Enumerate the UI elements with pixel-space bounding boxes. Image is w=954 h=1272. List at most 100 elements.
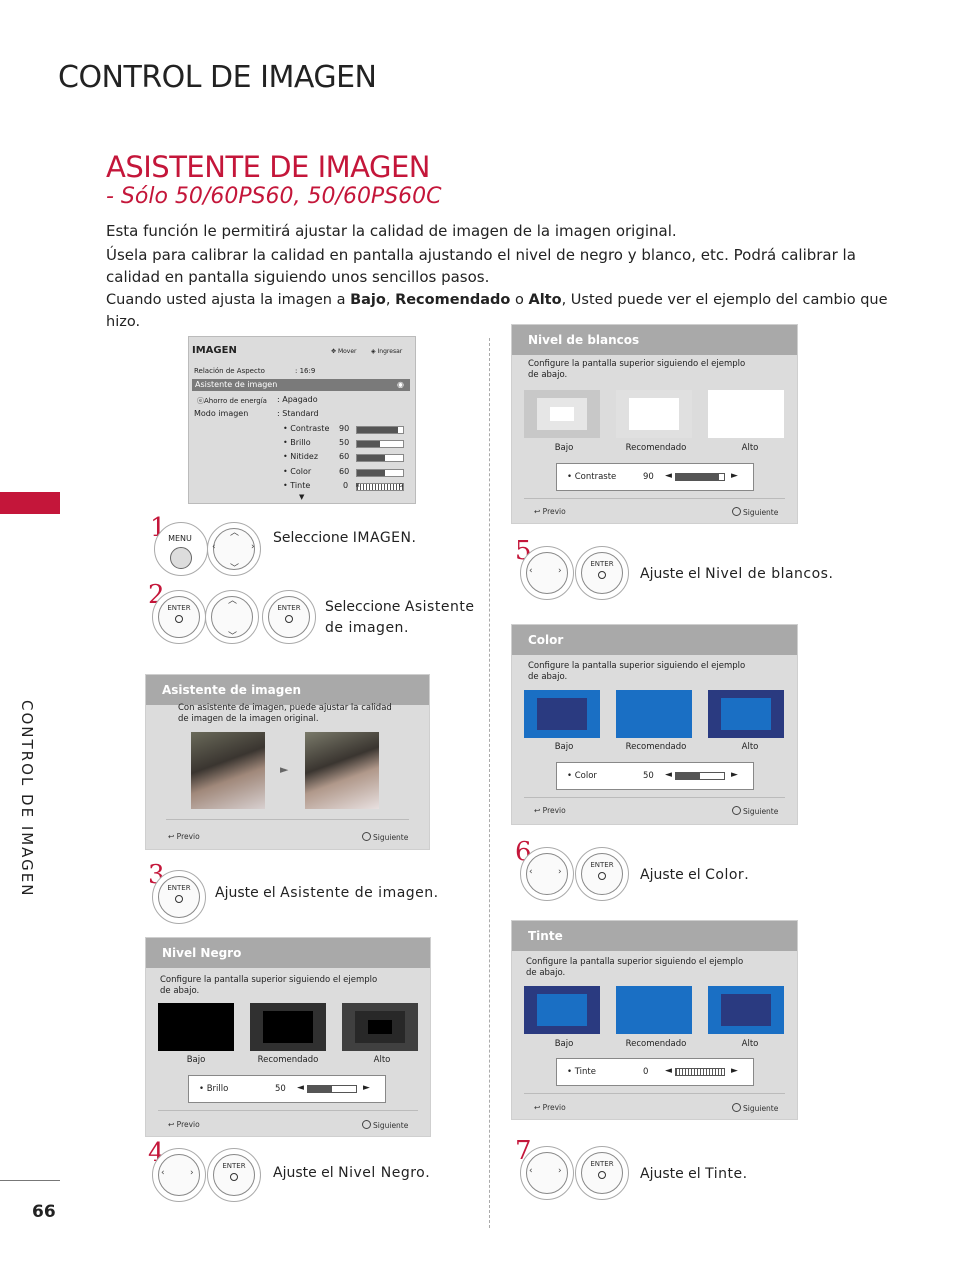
menu-setting-name: • Nitidez <box>283 452 319 461</box>
step-4-text: Ajuste el Nivel Negro. <box>273 1165 430 1181</box>
imagen-menu-osd: IMAGEN ✥ Mover ◈ Ingresar Relación de As… <box>188 336 416 504</box>
menu-setting-name: • Color <box>283 467 312 476</box>
next-nav[interactable]: Siguiente <box>362 1120 408 1130</box>
left-arrow-icon: ‹ <box>529 867 533 877</box>
enter-button[interactable]: ENTER <box>262 590 316 644</box>
label-alto: Alto <box>373 1055 391 1065</box>
previous-nav[interactable]: ↩ Previo <box>168 832 200 841</box>
sample-bajo <box>158 1003 234 1051</box>
portrait-original-image <box>191 732 265 809</box>
arrow-left-icon: ◄ <box>665 770 672 780</box>
leaf-icon: ⓔ <box>197 397 204 405</box>
scroll-down-icon[interactable]: ▼ <box>299 493 305 501</box>
right-arrow-icon: › <box>558 566 562 576</box>
tint-panel: Tinte Configure la pantalla superior sig… <box>511 920 798 1120</box>
right-arrow-icon: › <box>558 867 562 877</box>
next-nav[interactable]: Siguiente <box>732 507 778 517</box>
arrow-left-icon: ◄ <box>665 471 672 481</box>
up-arrow-icon: ︿ <box>230 528 240 538</box>
arrow-right-icon: ► <box>731 1066 738 1076</box>
menu-title: IMAGEN <box>192 345 237 356</box>
navigation-pad[interactable]: ‹› <box>520 847 574 901</box>
label-bajo: Bajo <box>554 742 574 752</box>
previous-nav[interactable]: ↩ Previo <box>534 1103 566 1112</box>
menu-setting-bar <box>356 469 404 477</box>
right-arrow-icon: › <box>558 1166 562 1176</box>
menu-setting-value: 90 <box>339 424 350 433</box>
menu-setting-value: 0 <box>343 481 349 490</box>
label-recomendado: Recomendado <box>625 443 687 453</box>
mode-label: Modo imagen <box>194 409 249 418</box>
left-arrow-icon: ‹ <box>529 566 533 576</box>
menu-setting-name: • Contraste <box>283 424 330 433</box>
previous-nav[interactable]: ↩ Previo <box>534 507 566 516</box>
next-nav[interactable]: Siguiente <box>732 1103 778 1113</box>
side-accent-bar <box>0 492 60 514</box>
menu-setting-bar <box>356 440 404 448</box>
panel-header: Nivel Negro <box>146 938 430 968</box>
panel-description: Con asistente de imagen, puede ajustar l… <box>178 703 392 724</box>
label-alto: Alto <box>741 1039 759 1049</box>
enter-button[interactable]: ENTER <box>207 1148 261 1202</box>
navigation-pad[interactable]: ‹› <box>520 1146 574 1200</box>
label-bajo: Bajo <box>554 443 574 453</box>
sample-alto <box>342 1003 418 1051</box>
up-arrow-icon: ︿ <box>228 596 238 606</box>
menu-setting-name: • Tinte <box>283 481 311 490</box>
next-nav[interactable]: Siguiente <box>362 832 408 842</box>
sample-alto <box>708 390 784 438</box>
left-arrow-icon: ‹ <box>529 1166 533 1176</box>
sample-recomendado <box>250 1003 326 1051</box>
label-bajo: Bajo <box>186 1055 206 1065</box>
arrow-right-icon: ► <box>363 1083 370 1093</box>
intro-paragraph-1: Esta función le permitirá ajustar la cal… <box>106 222 677 240</box>
sample-bajo <box>524 390 600 438</box>
next-nav[interactable]: Siguiente <box>732 806 778 816</box>
menu-setting-bar <box>356 426 404 434</box>
white-level-panel: Nivel de blancos Configure la pantalla s… <box>511 324 798 524</box>
label-alto: Alto <box>741 443 759 453</box>
menu-button[interactable]: MENU <box>154 522 208 576</box>
mode-value: : Standard <box>277 409 319 418</box>
previous-nav[interactable]: ↩ Previo <box>168 1120 200 1129</box>
menu-setting-bar <box>356 454 404 462</box>
enter-button[interactable]: ENTER <box>575 847 629 901</box>
color-panel: Color Configure la pantalla superior sig… <box>511 624 798 825</box>
navigation-pad[interactable]: ︿ ﹀ ‹ › <box>207 522 261 576</box>
menu-setting-value: 50 <box>339 438 350 447</box>
nav-move: ✥ Mover <box>331 348 357 355</box>
left-arrow-icon: ‹ <box>212 542 216 552</box>
step-7-text: Ajuste el Tinte. <box>640 1166 748 1182</box>
navigation-pad[interactable]: ‹› <box>520 546 574 600</box>
arrow-left-icon: ◄ <box>665 1066 672 1076</box>
sample-bajo <box>524 986 600 1034</box>
panel-description: Configure la pantalla superior siguiendo… <box>528 661 746 682</box>
menu-item-asistente[interactable]: Asistente de imagen◉ <box>192 379 410 391</box>
navigation-pad[interactable]: ︿ ﹀ <box>205 590 259 644</box>
previous-nav[interactable]: ↩ Previo <box>534 806 566 815</box>
sample-recomendado <box>616 690 692 738</box>
enter-button[interactable]: ENTER <box>152 870 206 924</box>
label-recomendado: Recomendado <box>625 742 687 752</box>
enter-button[interactable]: ENTER <box>152 590 206 644</box>
side-label: CONTROL DE IMAGEN <box>18 700 36 898</box>
enter-button[interactable]: ENTER <box>575 1146 629 1200</box>
panel-header: Color <box>512 625 797 655</box>
sample-alto <box>708 986 784 1034</box>
label-alto: Alto <box>741 742 759 752</box>
arrow-left-icon: ◄ <box>297 1083 304 1093</box>
aspect-value: : 16:9 <box>295 367 316 375</box>
sample-recomendado <box>616 986 692 1034</box>
page-number: 66 <box>32 1202 56 1222</box>
menu-setting-value: 60 <box>339 467 350 476</box>
label-recomendado: Recomendado <box>625 1039 687 1049</box>
enter-button[interactable]: ENTER <box>575 546 629 600</box>
navigation-pad[interactable]: ‹› <box>152 1148 206 1202</box>
label-recomendado: Recomendado <box>257 1055 319 1065</box>
panel-description: Configure la pantalla superior siguiendo… <box>160 975 378 996</box>
